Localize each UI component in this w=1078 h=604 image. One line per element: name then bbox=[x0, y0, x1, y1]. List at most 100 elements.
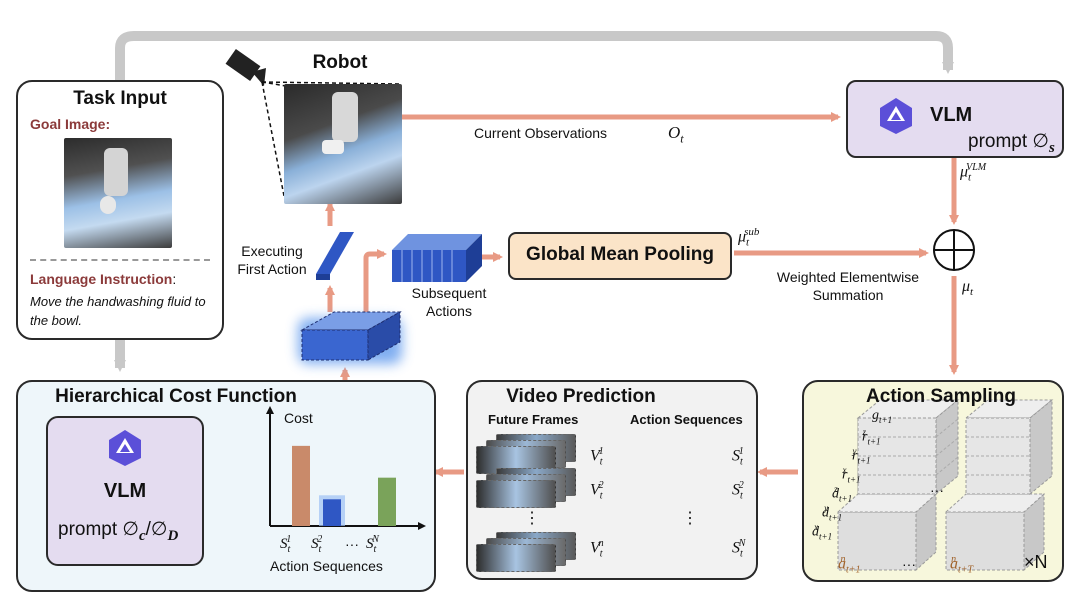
first-action-block bbox=[316, 232, 354, 280]
action-dim-label-7: dt+1x bbox=[812, 522, 836, 541]
action-dim-label-6: dt+1y bbox=[822, 503, 846, 522]
a-t1-base: a bbox=[838, 555, 846, 573]
a-tT-base: a bbox=[950, 555, 958, 573]
action-dim-label-3: rt+1y bbox=[852, 446, 875, 465]
dim-sup: x bbox=[842, 465, 847, 475]
dim-base: g bbox=[872, 408, 879, 423]
action-dim-label-4: rt+1x bbox=[842, 465, 865, 484]
executing-line1: Executing bbox=[241, 243, 303, 259]
sn-label: StN bbox=[732, 538, 746, 560]
dim-base: d bbox=[822, 505, 829, 521]
mu-t-sub: t bbox=[970, 286, 974, 299]
mu-sub-label: μtsub bbox=[738, 226, 764, 249]
obs-symbol-base: O bbox=[668, 123, 681, 142]
dim-sub: t+1 bbox=[847, 474, 861, 485]
hcf-prompt: prompt ∅c/∅D bbox=[58, 518, 178, 545]
current-observations-label: Current Observations bbox=[474, 125, 608, 141]
vlm-top-panel bbox=[846, 80, 1064, 158]
mu-vlm-base: μ bbox=[960, 163, 969, 181]
chart-y-arrow bbox=[266, 406, 274, 414]
vlm-logo-icon bbox=[876, 96, 916, 136]
language-instruction-text: Language Instruction bbox=[30, 271, 173, 287]
goal-image bbox=[64, 138, 172, 248]
dim-sup: x bbox=[814, 522, 819, 532]
observation-symbol: Ot bbox=[668, 123, 684, 146]
vn-label: Vtn bbox=[590, 538, 604, 560]
cost-bar-3 bbox=[378, 477, 396, 526]
language-colon: : bbox=[172, 271, 177, 287]
mu-t-label: μt bbox=[962, 278, 973, 298]
hcf-prompt-text: prompt ∅ bbox=[58, 519, 139, 540]
mu-sub-sup: sub bbox=[744, 226, 760, 238]
dim-base: d bbox=[812, 524, 819, 540]
global-mean-pooling-box bbox=[508, 232, 732, 280]
camera-icon bbox=[225, 49, 401, 197]
vlm-top-prompt: prompt ∅s bbox=[968, 130, 1055, 157]
action-dim-label-2: rt+1z bbox=[862, 427, 884, 446]
vlm-top-prompt-sub: s bbox=[1048, 139, 1055, 156]
instruction-text: Move the handwashing fluid to the bowl. bbox=[30, 294, 206, 328]
subsequent-line2: Actions bbox=[426, 303, 472, 319]
chart-ylabel: Cost bbox=[284, 410, 313, 426]
dim-sup: z bbox=[834, 484, 838, 494]
block-to-subseq-arrow bbox=[363, 249, 387, 312]
executing-first-action-label: Executing First Action bbox=[228, 242, 316, 278]
v1-label: Vt1 bbox=[590, 446, 604, 468]
hcf-prompt-sub-c: c bbox=[138, 527, 146, 544]
action-dim-label-5: dt+1z bbox=[832, 484, 856, 503]
divider bbox=[30, 259, 210, 261]
weighted-line2: Summation bbox=[812, 287, 884, 303]
times-n-label: ×N bbox=[1024, 552, 1048, 572]
dim-base: d bbox=[832, 486, 839, 502]
action-block-glow bbox=[298, 311, 402, 364]
sampling-dots: ··· bbox=[930, 482, 944, 498]
a-tT-sub: t+T bbox=[958, 564, 974, 576]
chart-tick-1: St1 bbox=[280, 534, 292, 555]
gmp-label: Global Mean Pooling bbox=[526, 244, 714, 265]
dim-base: r bbox=[842, 467, 848, 483]
frames-vdots: ⋮ bbox=[524, 510, 540, 527]
vlm-top-prompt-text: prompt ∅ bbox=[968, 131, 1049, 152]
a-tT-sup: n bbox=[951, 554, 957, 565]
sum-operator bbox=[933, 229, 975, 271]
hcf-vlm-title: VLM bbox=[103, 480, 147, 502]
subsequent-actions-label: Subsequent Actions bbox=[404, 284, 494, 320]
language-instruction-label: Language Instruction: bbox=[30, 271, 176, 287]
robot-title: Robot bbox=[312, 52, 368, 73]
dim-sup: z bbox=[862, 427, 867, 437]
dim-sub: t+1 bbox=[819, 531, 833, 542]
chart-tick-2: St2 bbox=[311, 534, 323, 555]
robot-observation-image bbox=[284, 84, 402, 204]
seq-vdots: ⋮ bbox=[682, 510, 698, 527]
future-frames-label: Future Frames bbox=[488, 412, 579, 427]
s1-label: St1 bbox=[732, 446, 744, 468]
mu-vlm-sup: VLM bbox=[966, 162, 987, 173]
sampling-column-2 bbox=[944, 398, 1054, 572]
dim-sup: y bbox=[824, 503, 829, 513]
cost-chart bbox=[266, 406, 426, 530]
chart-x-arrow bbox=[418, 522, 426, 530]
dim-sub: t+1 bbox=[839, 493, 853, 504]
subsequent-line1: Subsequent bbox=[411, 285, 487, 301]
subsequent-actions-block bbox=[392, 234, 482, 282]
dim-sub: t+1 bbox=[857, 455, 871, 466]
s2-label: St2 bbox=[732, 480, 744, 502]
hcf-vlm-logo-icon bbox=[105, 428, 145, 468]
dim-base: r bbox=[862, 429, 868, 445]
obs-symbol-sub: t bbox=[680, 131, 684, 146]
hcf-vlm-panel bbox=[46, 416, 204, 566]
hcf-title: Hierarchical Cost Function bbox=[55, 386, 297, 407]
dim-sup: y bbox=[852, 446, 857, 456]
chart-xlabel: Action Sequences bbox=[270, 558, 383, 574]
mu-vlm-label: μtVLM bbox=[960, 162, 991, 184]
action-sequences-label: Action Sequences bbox=[630, 412, 743, 427]
cost-bar-1 bbox=[292, 445, 310, 526]
cost-bar-2 bbox=[323, 499, 341, 526]
dim-sub: t+1 bbox=[867, 436, 881, 447]
a-tT-label: at+Tn bbox=[950, 554, 978, 576]
a-t1-label: at+1n bbox=[838, 554, 866, 576]
chart-tick-n: StN bbox=[366, 534, 379, 555]
loop-arrow-top bbox=[115, 31, 954, 80]
dim-sub: t+1 bbox=[829, 512, 843, 523]
weighted-line1: Weighted Elementwise bbox=[776, 269, 920, 285]
